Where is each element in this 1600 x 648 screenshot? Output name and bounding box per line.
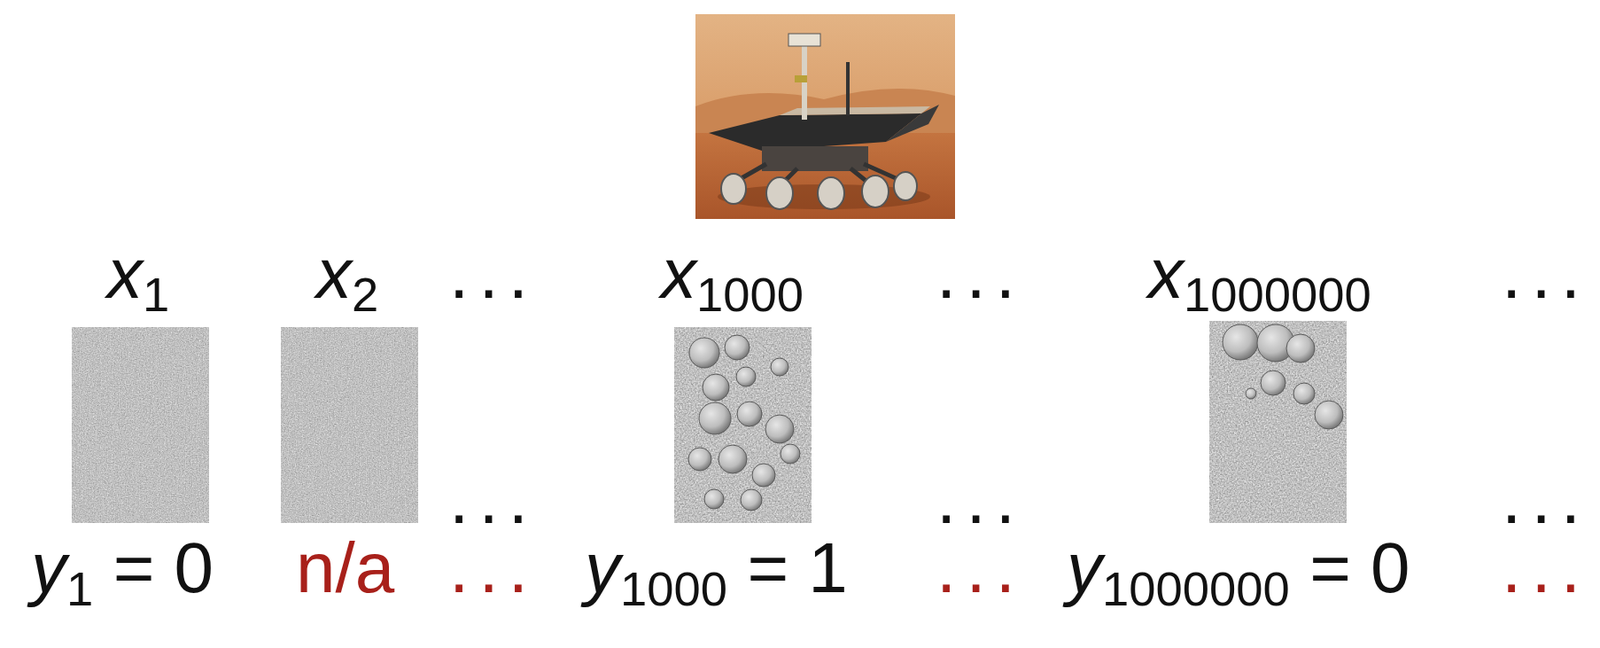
label-group: ...: [449, 238, 538, 310]
subscript-index: 1: [66, 561, 94, 616]
soil-image: [71, 326, 210, 523]
subscript-index: 1000: [620, 561, 728, 616]
label-group: y1000000= 0: [1066, 532, 1411, 614]
label-group: y1000= 1: [584, 532, 848, 614]
ellipsis: ...: [936, 528, 1026, 607]
label-group: ...: [1501, 463, 1591, 535]
ellipsis: ...: [1501, 233, 1591, 313]
ellipsis: ...: [936, 458, 1026, 538]
label-group: x2: [316, 238, 379, 320]
label-group: ...: [449, 463, 538, 535]
label-group: n/a: [295, 532, 395, 604]
variable-name: y: [31, 528, 67, 607]
value-label: = 1: [746, 528, 847, 607]
variable-name: x: [316, 233, 352, 313]
variable-name: y: [1066, 528, 1103, 607]
subscript-index: 1000000: [1102, 561, 1290, 616]
label-group: ...: [936, 238, 1026, 310]
ellipsis: ...: [449, 233, 538, 313]
label-group: ...: [449, 532, 538, 604]
subscript-index: 1000: [696, 267, 804, 322]
label-group: ...: [1501, 238, 1591, 310]
label-group: x1: [107, 238, 170, 320]
label-group: x1000: [660, 238, 804, 320]
spherule-image: [674, 326, 812, 523]
subscript-index: 1000000: [1183, 267, 1372, 322]
subscript-index: 2: [351, 267, 379, 322]
ellipsis: ...: [449, 458, 538, 538]
label-group: ...: [936, 532, 1026, 604]
spherule-image: [1209, 320, 1347, 523]
ellipsis: ...: [449, 528, 538, 607]
ellipsis: ...: [936, 233, 1026, 313]
ellipsis: ...: [1501, 458, 1591, 538]
variable-name: x: [660, 233, 697, 313]
label-group: y1= 0: [31, 532, 214, 614]
ellipsis: ...: [1501, 528, 1591, 607]
variable-name: x: [1148, 233, 1184, 313]
label-group: ...: [1501, 532, 1591, 604]
value-label: = 0: [113, 528, 214, 607]
variable-name: y: [584, 528, 621, 607]
subscript-index: 1: [142, 267, 170, 322]
label-group: x1000000: [1148, 238, 1372, 320]
label-group: ...: [936, 463, 1026, 535]
rover-photo: [695, 14, 956, 219]
soil-image: [280, 326, 419, 523]
value-label: = 0: [1309, 528, 1410, 607]
missing-label: n/a: [295, 528, 395, 607]
variable-name: x: [107, 233, 143, 313]
